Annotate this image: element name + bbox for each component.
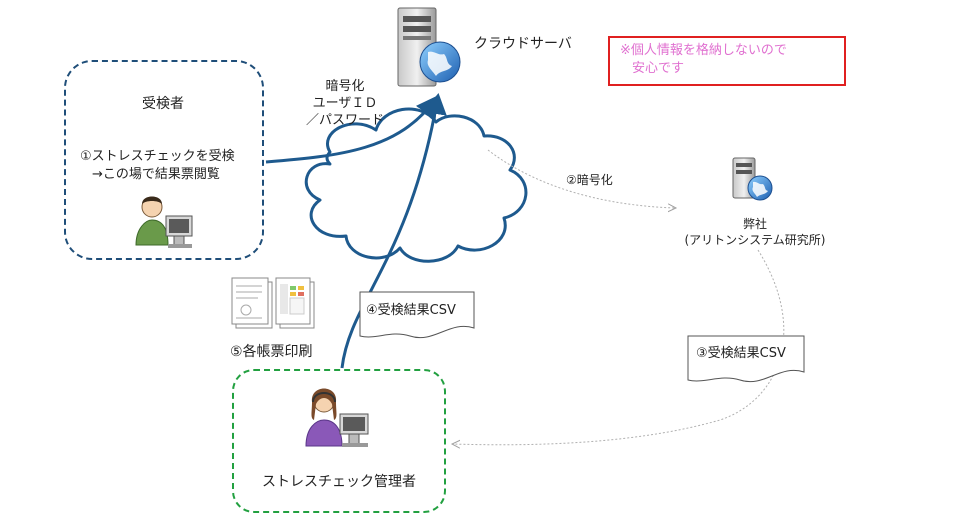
- flow-examinee-to-server: [265, 95, 438, 164]
- flow-company-to-admin: [452, 249, 785, 445]
- print-label: ⑤各帳票印刷: [230, 344, 313, 360]
- csv-document-left-icon: [359, 291, 475, 339]
- encryption-line2: ユーザＩＤ: [312, 96, 378, 111]
- examinee-person-icon: [135, 196, 193, 248]
- flow-admin-to-server: [340, 93, 447, 369]
- examinee-title: 受検者: [142, 96, 184, 112]
- notice-box: ※個人情報を格納しないので 安心です: [608, 36, 846, 86]
- admin-title: ストレスチェック管理者: [262, 474, 416, 490]
- examinee-step1: ①ストレスチェックを受検: [80, 149, 235, 164]
- notice-line2: 安心です: [632, 61, 685, 76]
- company-subname: (アリトンシステム研究所): [684, 233, 826, 247]
- notice-line1: ※個人情報を格納しないので: [620, 43, 787, 58]
- flow-cloud-to-company: [487, 149, 676, 208]
- encrypt-flow-label: ②暗号化: [566, 173, 613, 187]
- printed-reports-icon: [231, 277, 315, 329]
- company-label: 弊社 (アリトンシステム研究所): [680, 216, 830, 248]
- admin-box: [232, 369, 446, 513]
- encryption-line1: 暗号化: [325, 79, 365, 94]
- encryption-line3: ／パスワード: [305, 113, 384, 128]
- cloud-server-icon: [397, 7, 461, 87]
- admin-person-icon: [305, 388, 369, 447]
- csv-left-label: ④受検結果CSV: [366, 303, 456, 318]
- encryption-label: 暗号化 ユーザＩＤ ／パスワード: [300, 78, 390, 129]
- examinee-box: [64, 60, 264, 260]
- examinee-step1-result: →この場で結果票閲覧: [92, 167, 220, 182]
- cloud-server-label: クラウドサーバ: [474, 36, 572, 52]
- company-server-icon: [732, 157, 773, 201]
- csv-right-label: ③受検結果CSV: [696, 346, 786, 361]
- csv-document-right-icon: [687, 335, 805, 383]
- company-name: 弊社: [742, 217, 767, 231]
